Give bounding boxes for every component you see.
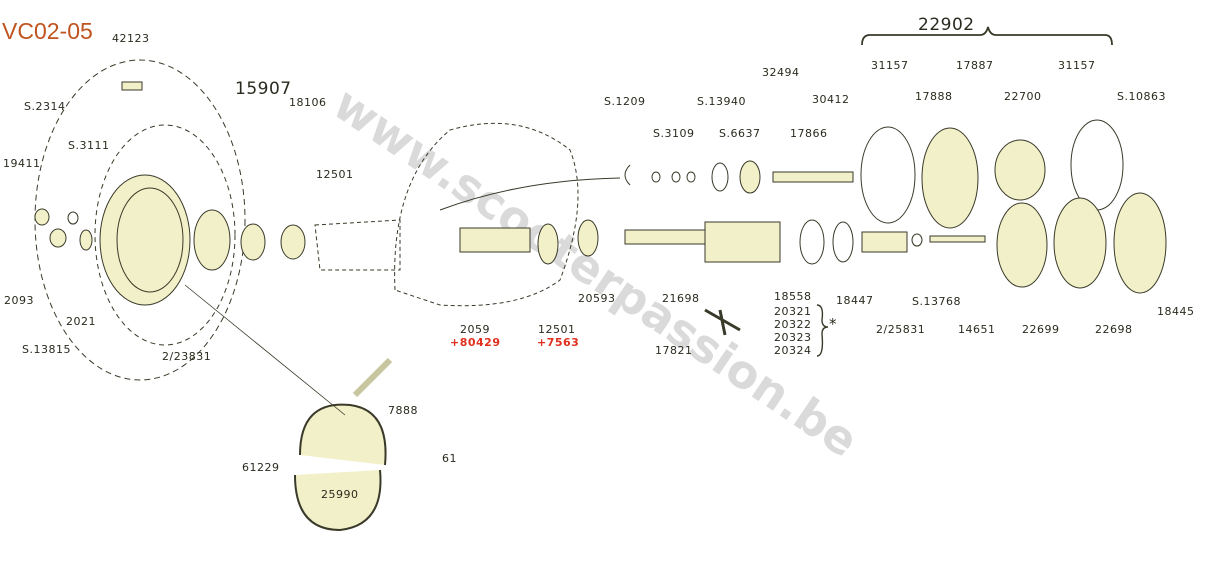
part-label[interactable]: 2093 (4, 294, 34, 307)
part-label[interactable]: S.6637 (719, 127, 761, 140)
part-label[interactable]: S.3109 (653, 127, 695, 140)
part-label[interactable]: 17887 (956, 59, 994, 72)
small-parts-left (34, 81, 306, 261)
part-label[interactable]: 20322 (774, 318, 812, 331)
part-label[interactable]: 18558 (774, 290, 812, 303)
part-label[interactable]: S.10863 (1117, 90, 1166, 103)
assembly-label[interactable]: 22902 (918, 15, 975, 35)
part-label[interactable]: 7888 (388, 404, 418, 417)
part-label[interactable]: 14651 (958, 323, 996, 336)
part-label[interactable]: S.2314 (24, 100, 66, 113)
clutch-gears (816, 26, 1167, 357)
part-label[interactable]: 12501 (538, 323, 576, 336)
part-label[interactable]: 20323 (774, 331, 812, 344)
part-label[interactable]: S.13940 (697, 95, 746, 108)
part-label[interactable]: 20321 (774, 305, 812, 318)
part-label-addon[interactable]: +7563 (537, 336, 580, 349)
part-label[interactable]: 17821 (655, 344, 693, 357)
part-label[interactable]: 30412 (812, 93, 850, 106)
diagram-title: VC02-05 (2, 18, 93, 44)
part-label[interactable]: 61 (442, 452, 457, 465)
part-label[interactable]: 25990 (321, 488, 359, 501)
part-label[interactable]: 12501 (316, 168, 354, 181)
part-label[interactable]: 18445 (1157, 305, 1195, 318)
part-label[interactable]: 22700 (1004, 90, 1042, 103)
part-label[interactable]: 31157 (1058, 59, 1096, 72)
part-label[interactable]: 17888 (915, 90, 953, 103)
part-label[interactable]: 2021 (66, 315, 96, 328)
part-label[interactable]: 2/25831 (876, 323, 926, 336)
part-label[interactable]: 18447 (836, 294, 874, 307)
part-label[interactable]: 31157 (871, 59, 909, 72)
part-label[interactable]: 22698 (1095, 323, 1133, 336)
part-label[interactable]: 32494 (762, 66, 800, 79)
part-label[interactable]: S.13768 (912, 295, 961, 308)
part-label[interactable]: 42123 (112, 32, 150, 45)
part-label[interactable]: 22699 (1022, 323, 1060, 336)
part-label[interactable]: 21698 (662, 292, 700, 305)
brake-shoes (184, 284, 393, 532)
brake-drum (34, 59, 246, 381)
part-label[interactable]: 2/23831 (162, 350, 212, 363)
part-label[interactable]: 15907 (235, 79, 292, 99)
part-label[interactable]: 2059 (460, 323, 490, 336)
part-label[interactable]: 18106 (289, 96, 327, 109)
footnote-star: * (829, 315, 837, 333)
part-label[interactable]: 61229 (242, 461, 280, 474)
part-label[interactable]: 20324 (774, 344, 812, 357)
part-label[interactable]: 19411 (3, 157, 41, 170)
part-label[interactable]: S.13815 (22, 343, 71, 356)
part-label[interactable]: 20593 (578, 292, 616, 305)
shaft-parts (439, 160, 854, 336)
part-label[interactable]: S.1209 (604, 95, 646, 108)
part-label[interactable]: 17866 (790, 127, 828, 140)
part-label-addon[interactable]: +80429 (450, 336, 501, 349)
gearbox-housing (314, 122, 579, 307)
part-label[interactable]: S.3111 (68, 139, 110, 152)
